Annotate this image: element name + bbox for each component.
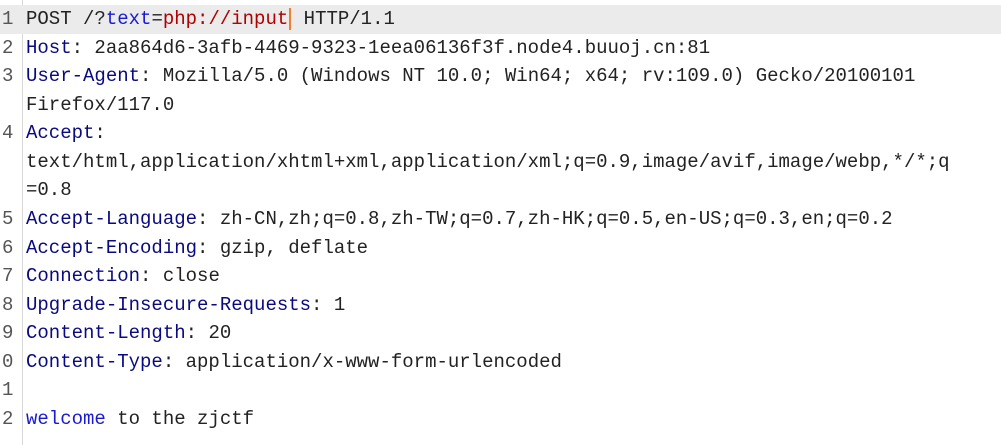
text-caret bbox=[289, 8, 292, 31]
request-line[interactable]: 1 POST /?text=php://input HTTP/1.1 bbox=[0, 5, 1001, 34]
header-line[interactable]: 8 Upgrade-Insecure-Requests: 1 bbox=[0, 291, 1001, 320]
wrapped-line[interactable]: Firefox/117.0 bbox=[0, 91, 1001, 120]
line-number: 1 bbox=[2, 8, 14, 30]
wrapped-line[interactable]: =0.8 bbox=[0, 176, 1001, 205]
header-name: Content-Length bbox=[26, 322, 186, 345]
line-number: 2 bbox=[2, 36, 14, 59]
header-value: : gzip, deflate bbox=[197, 236, 369, 259]
header-value: : 1 bbox=[311, 293, 346, 316]
param-name: text bbox=[105, 8, 152, 30]
header-value: : zh-CN,zh;q=0.8,zh-TW;q=0.7,zh-HK;q=0.5… bbox=[197, 207, 893, 230]
path: /? bbox=[71, 8, 106, 30]
request-editor[interactable]: 1 POST /?text=php://input HTTP/1.1 2 Host… bbox=[0, 5, 1001, 433]
header-line[interactable]: 9 Content-Length: 20 bbox=[0, 319, 1001, 348]
line-number: 7 bbox=[2, 265, 14, 288]
header-value-cont: Firefox/117.0 bbox=[26, 93, 175, 116]
line-number: 0 bbox=[2, 350, 14, 373]
header-line[interactable]: 6 Accept-Encoding: gzip, deflate bbox=[0, 234, 1001, 263]
header-name: Accept bbox=[26, 122, 95, 145]
header-value: : 2aa864d6-3afb-4469-9323-1eea06136f3f.n… bbox=[71, 36, 711, 59]
protocol: HTTP/1.1 bbox=[292, 8, 395, 30]
body-keyword: welcome bbox=[26, 407, 106, 430]
header-value-cont: =0.8 bbox=[26, 179, 72, 202]
param-value: php://input bbox=[162, 8, 289, 30]
header-line[interactable]: 0 Content-Type: application/x-www-form-ur… bbox=[0, 348, 1001, 377]
method: POST bbox=[26, 8, 72, 30]
body-line[interactable]: 2 welcome to the zjctf bbox=[0, 405, 1001, 434]
param-eq: = bbox=[151, 8, 163, 30]
header-name: Upgrade-Insecure-Requests bbox=[26, 293, 312, 316]
line-number: 9 bbox=[2, 322, 14, 345]
line-number: 5 bbox=[2, 207, 14, 230]
header-name: User-Agent bbox=[26, 65, 141, 88]
wrapped-line[interactable]: text/html,application/xhtml+xml,applicat… bbox=[0, 148, 1001, 177]
header-value-cont: text/html,application/xhtml+xml,applicat… bbox=[26, 150, 950, 173]
gutter-divider bbox=[22, 0, 23, 445]
header-line[interactable]: 3 User-Agent: Mozilla/5.0 (Windows NT 10.… bbox=[0, 62, 1001, 91]
header-name: Host bbox=[26, 36, 72, 59]
line-number: 4 bbox=[2, 122, 14, 145]
header-value: : Mozilla/5.0 (Windows NT 10.0; Win64; x… bbox=[140, 65, 916, 88]
header-name: Content-Type bbox=[26, 350, 163, 373]
body-text: to the zjctf bbox=[105, 407, 255, 430]
header-name: Accept-Language bbox=[26, 207, 198, 230]
line-number: 1 bbox=[2, 379, 14, 402]
header-value: : close bbox=[140, 265, 220, 288]
header-name: Connection bbox=[26, 265, 141, 288]
header-value: : 20 bbox=[185, 322, 232, 345]
blank-line[interactable]: 1 bbox=[0, 376, 1001, 405]
header-line[interactable]: 2 Host: 2aa864d6-3afb-4469-9323-1eea06136… bbox=[0, 34, 1001, 63]
header-value: : application/x-www-form-urlencoded bbox=[162, 350, 562, 373]
header-line[interactable]: 7 Connection: close bbox=[0, 262, 1001, 291]
line-number: 6 bbox=[2, 236, 14, 259]
line-number: 8 bbox=[2, 293, 14, 316]
header-line[interactable]: 4 Accept: bbox=[0, 119, 1001, 148]
header-value: : bbox=[94, 122, 106, 145]
line-number: 3 bbox=[2, 65, 14, 88]
header-name: Accept-Encoding bbox=[26, 236, 198, 259]
header-line[interactable]: 5 Accept-Language: zh-CN,zh;q=0.8,zh-TW;q… bbox=[0, 205, 1001, 234]
line-number: 2 bbox=[2, 407, 14, 430]
